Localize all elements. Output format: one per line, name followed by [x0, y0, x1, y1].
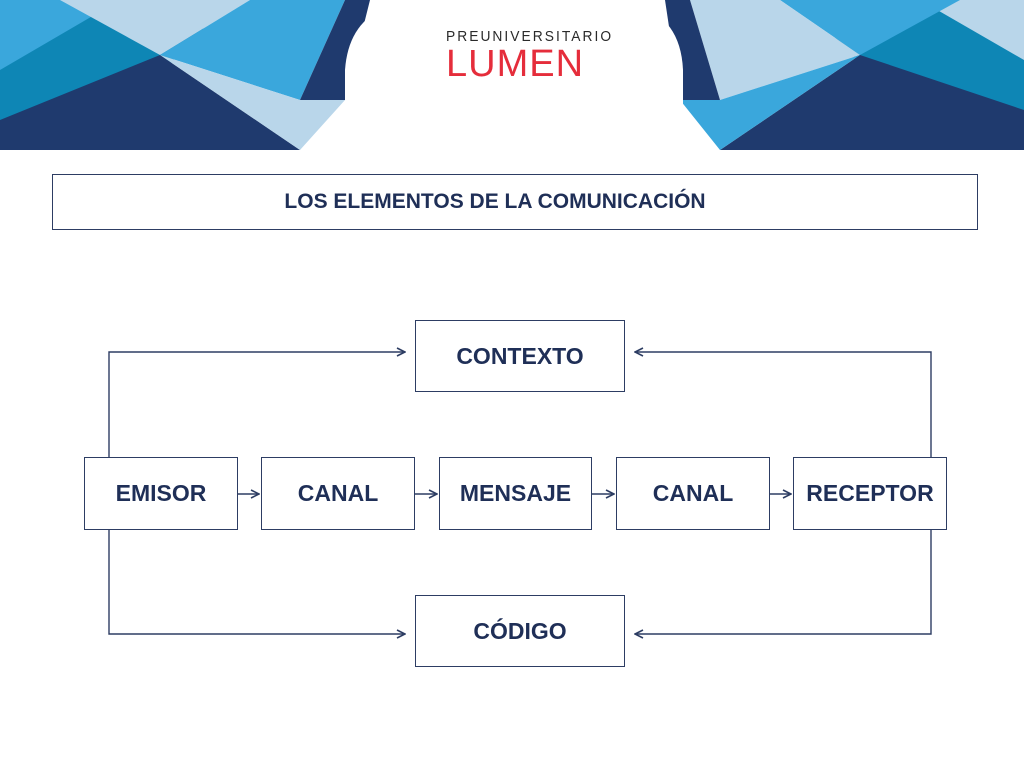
banner-shape	[720, 55, 1024, 150]
banner-shape	[160, 0, 345, 100]
node-mensaje-label: MENSAJE	[459, 480, 572, 506]
banner-shape	[0, 0, 120, 70]
edge-emisor-contexto	[108, 352, 405, 457]
diagram-title: LOS ELEMENTOS DE LA COMUNICACIÓN	[284, 190, 706, 213]
banner-shape	[680, 55, 860, 150]
node-emisor-label: EMISOR	[115, 480, 207, 506]
node-receptor: RECEPTOR	[793, 457, 947, 530]
banner-shape	[160, 55, 345, 150]
banner-shape	[60, 0, 250, 55]
logo-main-text: LUMEN	[446, 43, 585, 85]
banner-arch	[345, 0, 683, 150]
edge-emisor-codigo	[108, 530, 405, 634]
edge-receptor-contexto	[635, 352, 932, 457]
banner-shape	[0, 55, 300, 150]
banner-shape	[690, 0, 860, 100]
diagram-title-box: LOS ELEMENTOS DE LA COMUNICACIÓN	[52, 174, 978, 230]
node-mensaje: MENSAJE	[439, 457, 592, 530]
node-canal-1-label: CANAL	[297, 480, 379, 506]
node-receptor-label: RECEPTOR	[806, 480, 934, 506]
node-contexto: CONTEXTO	[415, 320, 625, 392]
node-canal-2: CANAL	[616, 457, 770, 530]
node-emisor: EMISOR	[84, 457, 238, 530]
banner-shape	[780, 0, 960, 55]
node-canal-2-label: CANAL	[652, 480, 734, 506]
header-banner	[0, 0, 1024, 150]
node-canal-1: CANAL	[261, 457, 415, 530]
node-contexto-label: CONTEXTO	[456, 342, 584, 369]
banner-shape	[300, 0, 370, 100]
banner-shape	[920, 0, 1024, 60]
node-codigo-label: CÓDIGO	[473, 617, 567, 644]
node-codigo: CÓDIGO	[415, 595, 625, 667]
edge-receptor-codigo	[635, 530, 932, 634]
logo-top-text: PREUNIVERSITARIO	[446, 28, 614, 45]
